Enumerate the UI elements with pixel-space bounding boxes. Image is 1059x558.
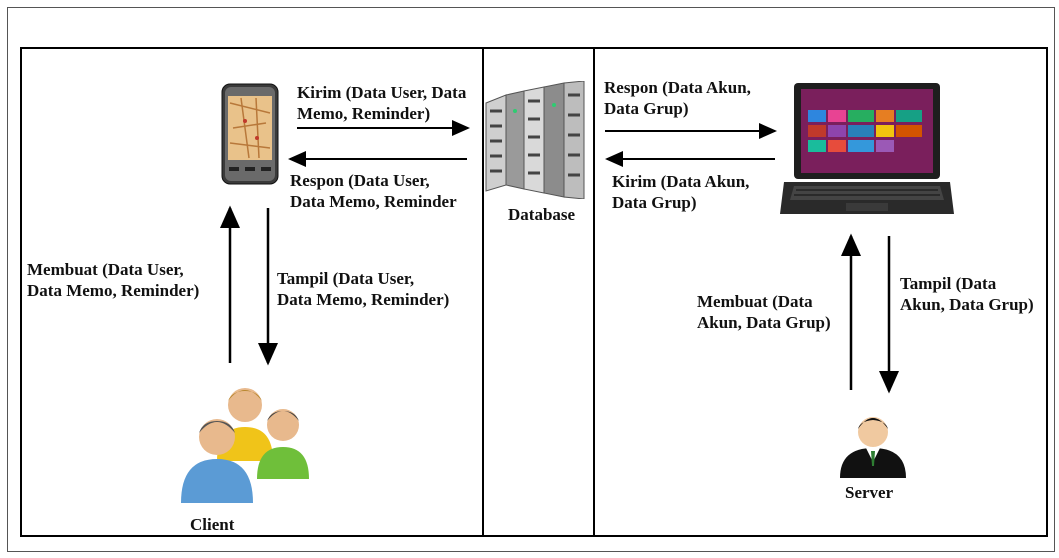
user-group-icon xyxy=(181,388,309,503)
label-tampil-client: Tampil (Data User,Data Memo, Reminder) xyxy=(277,269,450,309)
label-kirim-server: Kirim (Data Akun,Data Grup) xyxy=(612,172,750,212)
outer-border xyxy=(7,7,1055,552)
label-server: Server xyxy=(845,483,894,502)
label-respon-client: Respon (Data User,Data Memo, Reminder xyxy=(290,171,457,211)
admin-user-icon xyxy=(840,417,906,478)
label-client: Client xyxy=(190,515,235,534)
label-membuat-client: Membuat (Data User,Data Memo, Reminder) xyxy=(27,260,200,300)
diagram-frame xyxy=(20,47,1048,537)
laptop-icon xyxy=(780,83,954,214)
server-rack-icon xyxy=(485,81,585,199)
label-respon-server: Respon (Data Akun,Data Grup) xyxy=(604,78,751,118)
smartphone-icon xyxy=(221,83,279,185)
database-divider-left xyxy=(482,47,484,537)
label-database: Database xyxy=(508,205,576,224)
database-divider-right xyxy=(593,47,595,537)
